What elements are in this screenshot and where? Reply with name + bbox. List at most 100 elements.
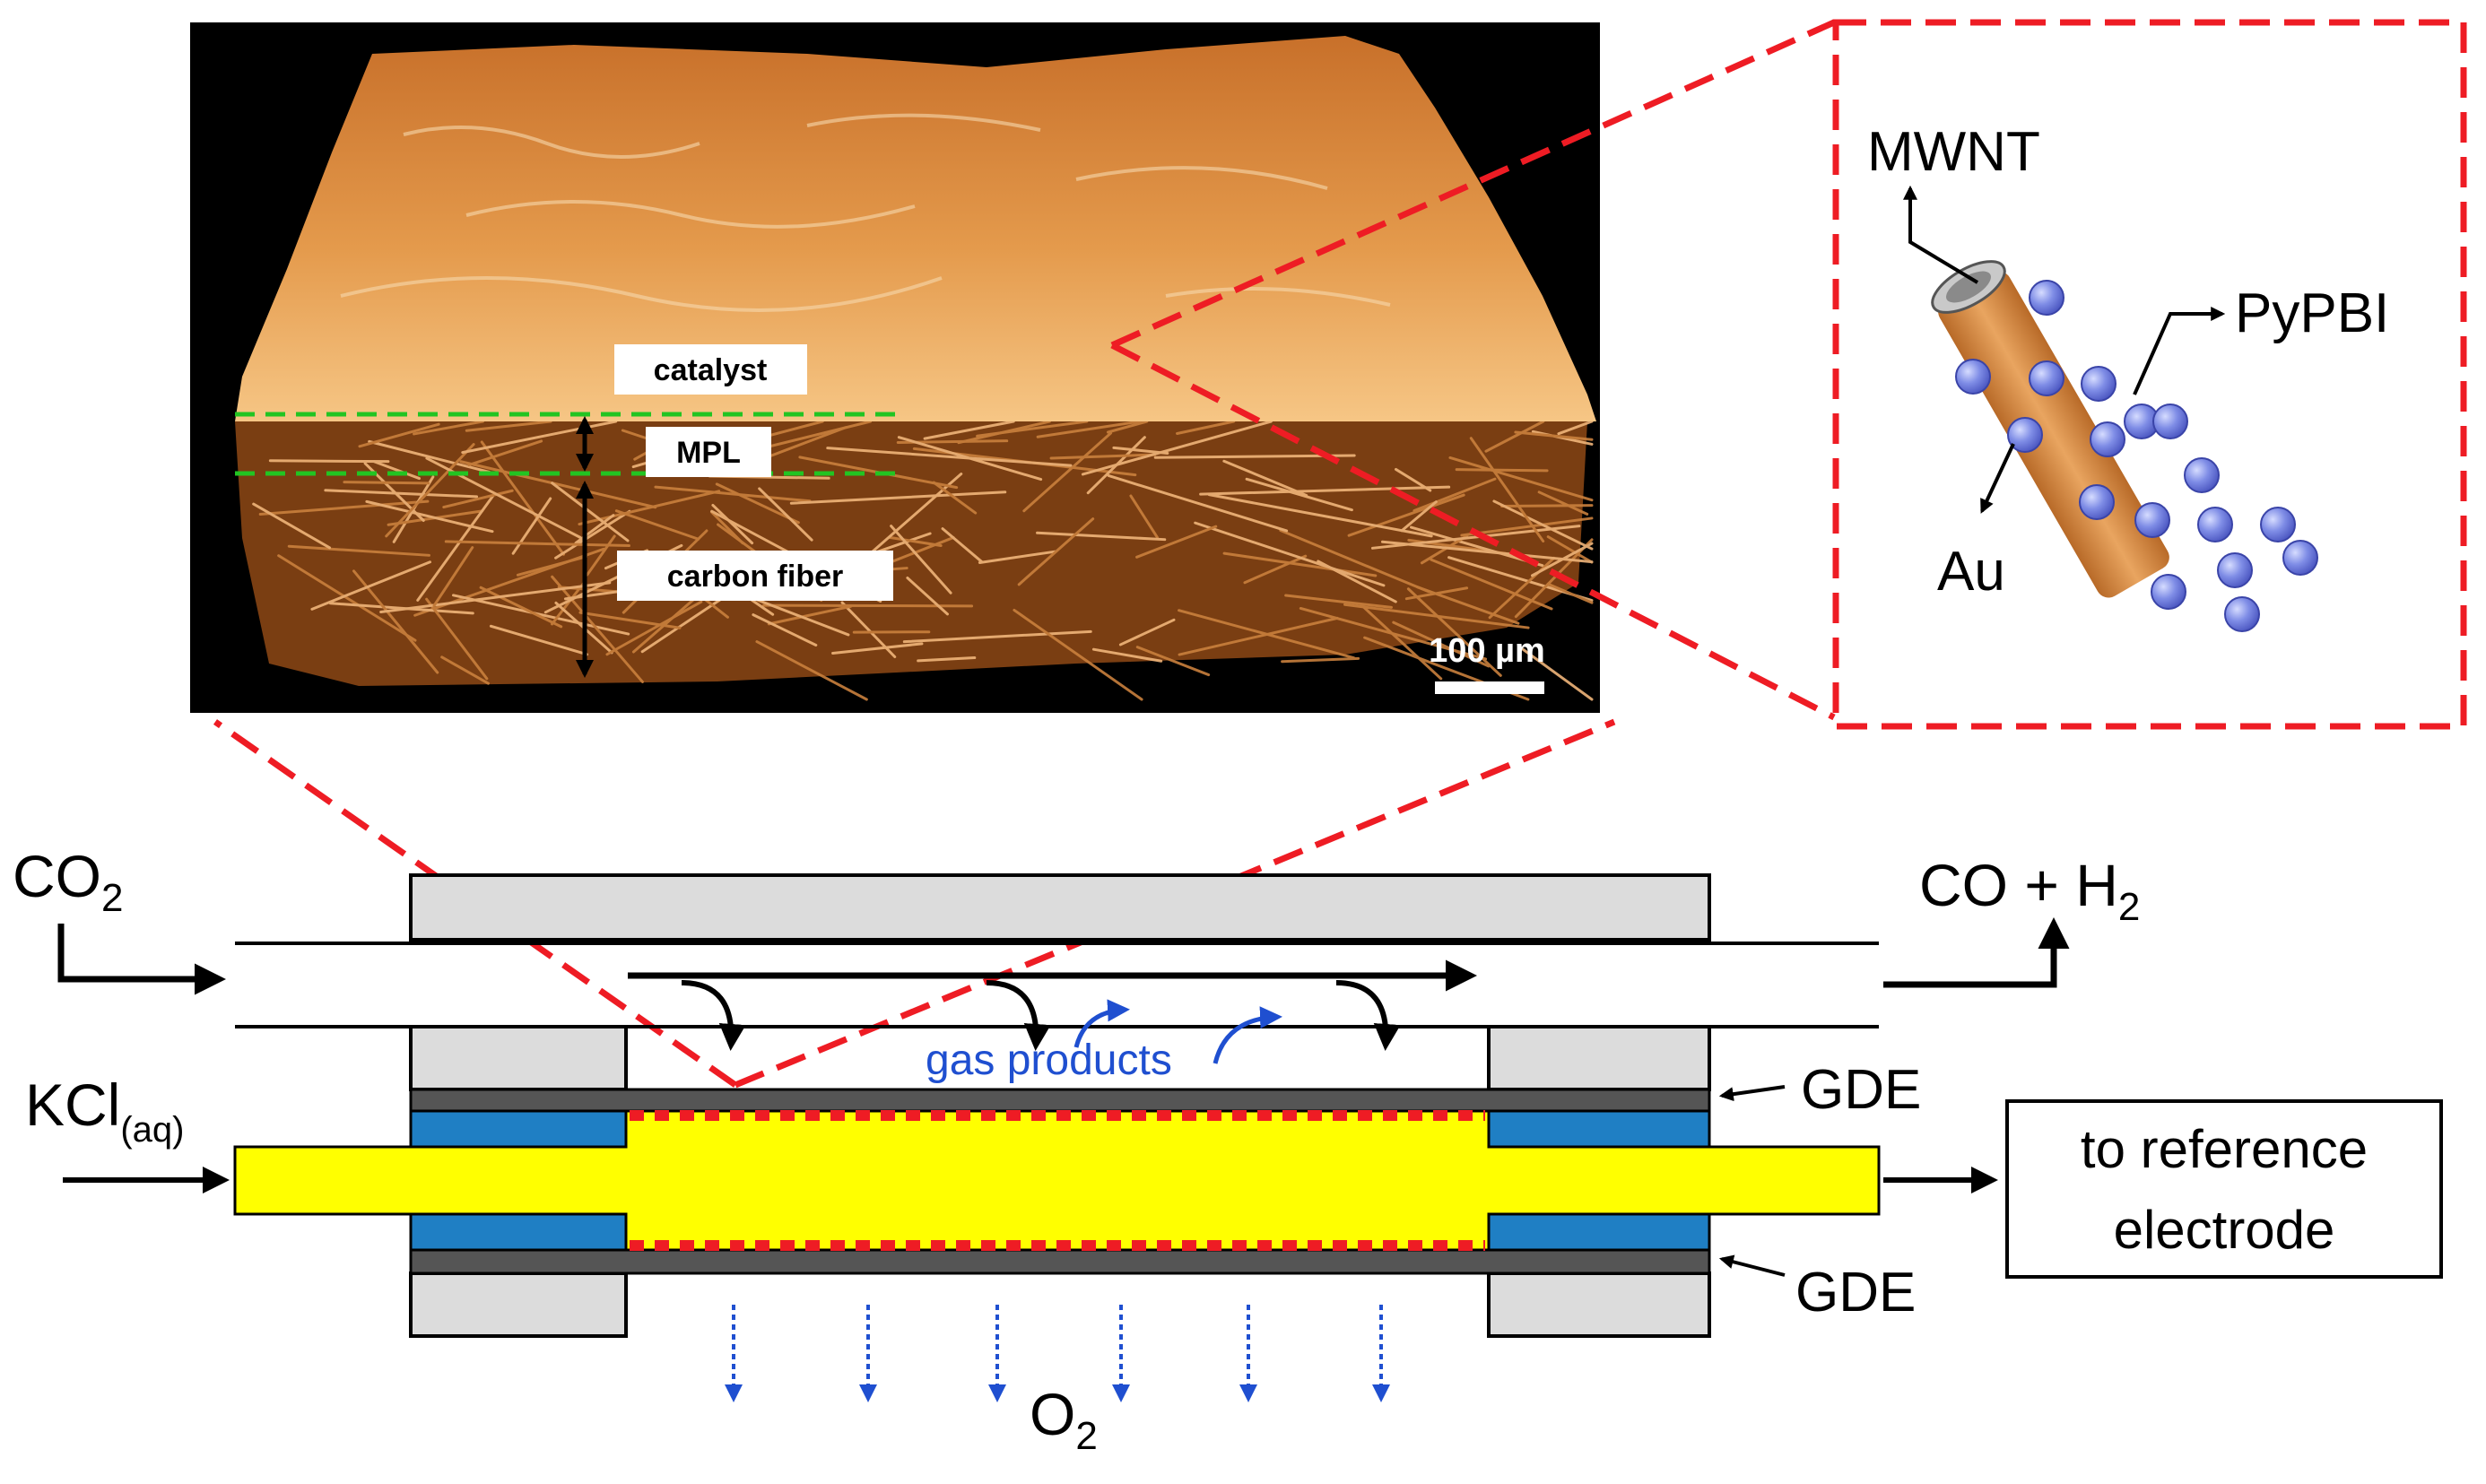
carbon-fiber-strand [866, 473, 963, 557]
products-label: CO + H2 [1919, 852, 2140, 929]
carbon-fiber-strand [1484, 420, 1545, 453]
surface-texture [340, 113, 1391, 312]
carbon-fiber-strand [358, 422, 440, 448]
carbon-fiber-strand [451, 594, 630, 636]
gde-bottom-pointer [1718, 1254, 1786, 1277]
carbon-fiber-strand [1178, 609, 1356, 660]
gde-top-layer [409, 1088, 1711, 1113]
carbon-fiber-strand [957, 420, 1051, 445]
carbon-fiber-strand [758, 487, 813, 542]
gasket-right-top [1487, 1109, 1711, 1149]
mpl-label-box [646, 427, 771, 477]
catalyst-surface [235, 36, 1596, 421]
carbon-fiber-strand [1400, 500, 1438, 533]
gas-products-label: gas products [926, 1037, 1172, 1084]
cell-cross-section: to reference electrode CO2 CO + H2 KCl(a… [13, 843, 2443, 1458]
carbon-fiber-strand [1546, 535, 1594, 564]
carbon-fiber-strand [826, 447, 1073, 467]
carbon-fiber-strand [277, 554, 417, 642]
carbon-fiber-strand [1284, 594, 1393, 609]
carbon-fiber-strand [1514, 538, 1594, 619]
carbon-fiber-strand [467, 439, 543, 467]
carbon-fiber-strand [578, 490, 721, 526]
carbon-fiber-strand [906, 576, 949, 616]
carbon-fiber-strand [479, 586, 563, 629]
au-particle [2260, 507, 2296, 542]
co2-label: CO2 [13, 843, 123, 920]
carbon-fiber-strand [840, 601, 897, 659]
carbon-fiber-strand [891, 535, 955, 563]
gas-product-arrow-1 [1074, 999, 1130, 1048]
carbon-fiber-strand [1514, 430, 1594, 441]
carbon-fiber-strand [1469, 437, 1545, 543]
carbon-fiber-strand [1129, 494, 1160, 539]
carbon-fiber-strand [1106, 420, 1149, 434]
carbon-fiber-strand [1347, 493, 1465, 537]
carbon-fiber-strand [1380, 540, 1594, 564]
carbon-fiber-label-box [617, 551, 893, 601]
right-spacer-bottom [1487, 1271, 1711, 1338]
carbon-fiber-strand [372, 460, 422, 481]
gde-bottom-label: GDE [1795, 1262, 1916, 1323]
gde-bottom-layer [409, 1248, 1711, 1275]
carbon-fiber-strand [1281, 656, 1360, 664]
carbon-fiber-strand [1488, 556, 1556, 620]
carbon-fiber-strand [789, 490, 1007, 505]
carbon-fiber-strand [654, 485, 812, 503]
carbon-fiber-strand [1176, 420, 1236, 435]
carbon-fiber-strand [1194, 521, 1386, 587]
carbon-fiber-strand [1036, 420, 1142, 438]
au-particle [2151, 574, 2186, 610]
mpl-label: MPL [676, 436, 741, 470]
scale-bar-label: 100 µm [1429, 632, 1545, 670]
carbon-fiber-strand [917, 656, 977, 663]
carbon-fiber-strand [459, 460, 657, 509]
carbon-fiber-strand [489, 624, 589, 656]
carbon-fiber-strand [715, 482, 800, 525]
diffusion-arrow-3 [1335, 980, 1401, 1051]
carbon-fiber-strand [831, 642, 924, 655]
carbon-fiber-strand [902, 629, 1092, 644]
carbon-fiber-strand [379, 581, 612, 614]
carbon-fiber-strand [755, 640, 868, 701]
carbon-fiber-strand [897, 436, 1043, 482]
carbon-fiber-strand [385, 443, 475, 538]
left-spacer-bottom [409, 1271, 628, 1338]
carbon-fiber-strand [1199, 485, 1451, 496]
au-particle [2029, 280, 2064, 316]
kcl-label: KCl(aq) [25, 1072, 185, 1150]
carbon-fiber-strand [887, 535, 943, 548]
carbon-fiber-strand [574, 514, 615, 545]
carbon-fiber-strand [310, 560, 432, 611]
carbon-fiber-strand [1049, 453, 1157, 460]
carbon-fiber-strand [1017, 517, 1095, 586]
carbon-fiber-strand [1022, 431, 1113, 513]
carbon-fiber-strand [932, 481, 978, 515]
carbon-fiber-strand [1091, 647, 1163, 663]
carbon-fiber-strand [1412, 477, 1497, 513]
mwnt-pointer [1903, 185, 1979, 284]
carbon-fiber-strand [1279, 528, 1430, 594]
carbon-fiber-strand [1222, 551, 1378, 577]
right-spacer-top [1487, 1025, 1711, 1091]
pypbi-pointer [2133, 307, 2226, 395]
carbon-fiber-strand [1135, 525, 1218, 559]
au-particle [2134, 502, 2170, 538]
au-pointer [1980, 443, 2015, 514]
gasket-left-bottom [409, 1212, 628, 1252]
carbon-fiber-strand [890, 525, 952, 594]
carbon-fiber-strand [1245, 477, 1353, 512]
carbon-fiber-strand [1013, 608, 1143, 701]
au-particle [2184, 457, 2220, 493]
co2-inlet-arrow-path [57, 924, 226, 995]
au-particle [2081, 366, 2117, 402]
carbon-fiber-strand [614, 509, 700, 541]
carbon-fiber-strand [551, 482, 630, 542]
au-particle-group [1955, 280, 2318, 632]
carbon-fiber-strand [1406, 587, 1502, 677]
au-particle [2224, 596, 2260, 632]
carbon-fiber-strand [268, 459, 390, 464]
au-particle [1955, 359, 1991, 395]
carbon-fiber-strand [551, 575, 644, 683]
